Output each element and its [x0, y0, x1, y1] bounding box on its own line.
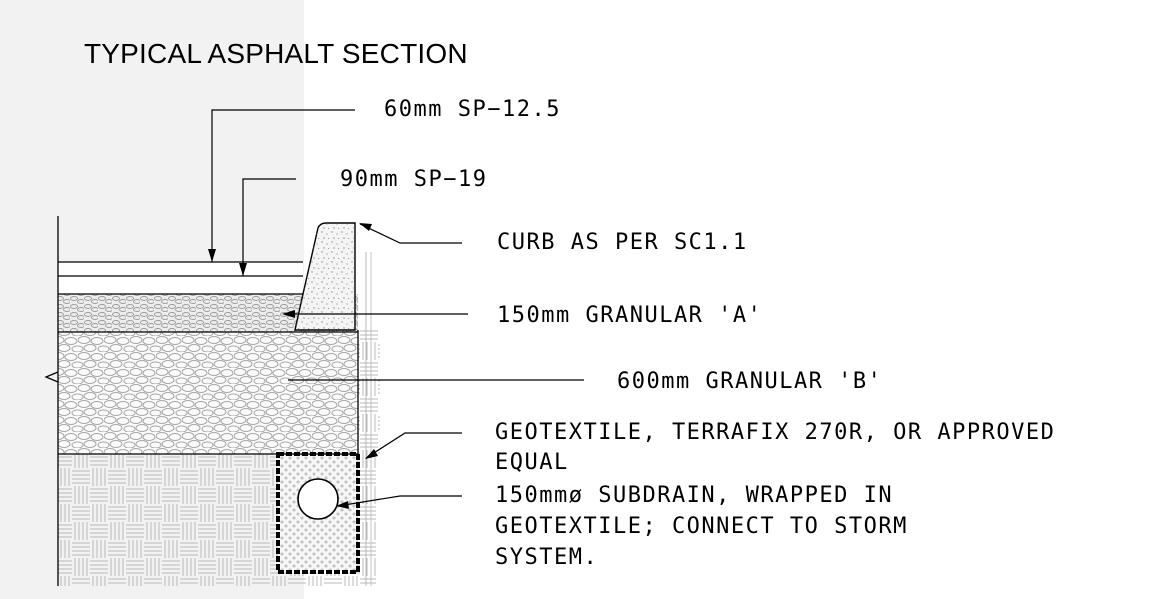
callout-granular-b: 600mm GRANULAR 'B' [617, 369, 883, 394]
granular-b-gravel [58, 332, 358, 454]
asphalt-binder-layer [58, 276, 303, 294]
arrow-60mm [208, 249, 216, 262]
arrow-granular-a [282, 310, 295, 318]
leader-curb [359, 223, 462, 244]
callout-subdrain-line-3: SYSTEM. [495, 545, 599, 570]
break-symbol [44, 371, 59, 383]
callout-granular-a: 150mm GRANULAR 'A' [497, 303, 763, 328]
callout-surface-course: 60mm SP−12.5 [384, 97, 561, 122]
soil-beside-curb-hatch [358, 330, 380, 454]
arrow-geotextile [365, 449, 378, 459]
callout-geotextile-line-1: GEOTEXTILE, TERRAFIX 270R, OR APPROVED [495, 420, 1056, 445]
leader-90mm [242, 178, 296, 276]
callout-geotextile-line-2: EQUAL [495, 450, 569, 475]
arrow-curb [359, 223, 372, 231]
curb-texture [295, 223, 355, 330]
arrow-subdrain [336, 501, 349, 509]
callout-subdrain-line-2: GEOTEXTILE; CONNECT TO STORM [495, 514, 908, 539]
leader-60mm [211, 109, 355, 262]
arrow-90mm [239, 263, 247, 276]
callout-binder-course: 90mm SP−19 [340, 167, 488, 192]
leader-subdrain [337, 495, 462, 507]
callout-curb: CURB AS PER SC1.1 [497, 230, 748, 255]
section-title: TYPICAL ASPHALT SECTION [84, 38, 468, 69]
callout-subdrain-line-1: 150mmø SUBDRAIN, WRAPPED IN [495, 483, 894, 508]
asphalt-surface-layer [58, 262, 303, 276]
leader-geotextile [365, 432, 462, 459]
subdrain-pipe [297, 478, 339, 520]
